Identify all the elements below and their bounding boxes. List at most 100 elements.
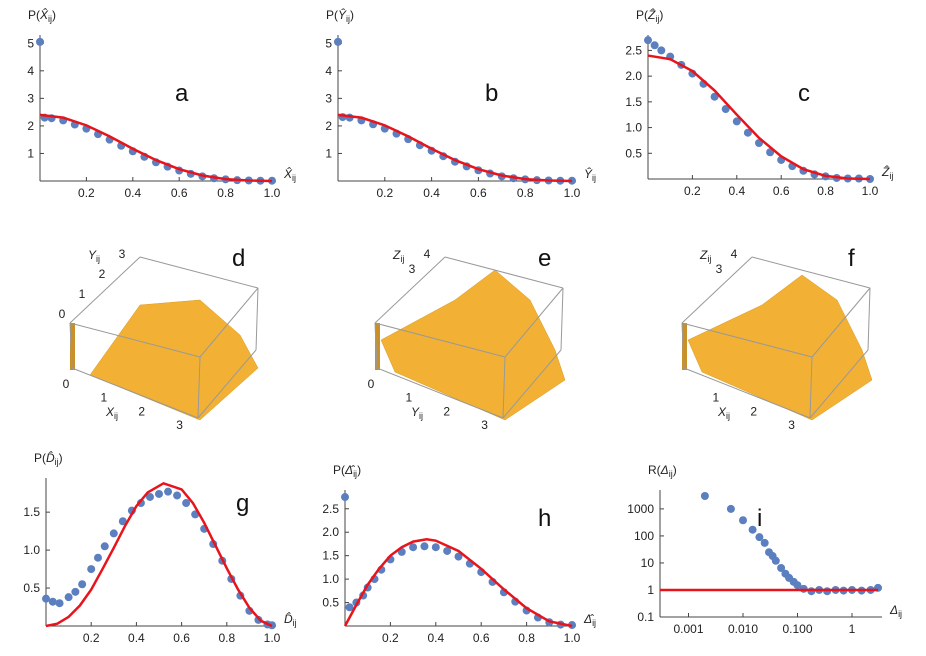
box-edge	[444, 256, 564, 289]
data-point	[173, 491, 182, 500]
y-axis-label: P(Δ̂ij)	[333, 463, 361, 479]
box-edge	[69, 322, 73, 369]
box-edge	[374, 256, 446, 324]
box-edge	[255, 287, 259, 351]
panel-label-c: c	[798, 80, 810, 107]
x-tick-label: 0.010	[728, 622, 758, 636]
label-post: )	[672, 463, 677, 477]
label-sym: Z	[393, 248, 401, 262]
panel-label-g: g	[236, 490, 250, 517]
data-point	[420, 542, 429, 551]
data-point	[755, 533, 764, 542]
y-tick-label: 1.0	[625, 121, 642, 135]
spike-bar	[70, 323, 75, 370]
panel-label-d: d	[232, 245, 246, 272]
x-tick-label: 1.0	[564, 631, 581, 645]
data-point	[100, 542, 109, 551]
data-point	[454, 552, 463, 561]
data-point	[334, 37, 342, 46]
x-tick-label: 0.8	[217, 186, 234, 200]
x-tick-label: 0.4	[728, 184, 745, 198]
label-post: )	[659, 8, 664, 22]
axis-label: Yij	[411, 405, 423, 421]
y-tick-label: 2.0	[625, 69, 642, 83]
y-tick-label: 2.5	[625, 43, 642, 57]
x-tick-label: 0.6	[470, 186, 487, 200]
y-tick-label: 2.5	[322, 502, 339, 516]
label-sub: ij	[726, 411, 731, 421]
data-point	[341, 493, 349, 502]
y-tick-label: 1.0	[322, 572, 339, 586]
label-post: )	[350, 8, 355, 22]
label-post: )	[357, 463, 362, 477]
axis-tick-label: 3	[788, 418, 795, 432]
axis-label: Zij	[700, 248, 711, 264]
x-tick-label: 0.2	[83, 631, 100, 645]
box-edge	[374, 322, 378, 369]
label-pre: P(	[28, 8, 40, 22]
x-tick-label: 0.6	[173, 631, 190, 645]
y-tick-label: 4	[27, 64, 34, 78]
y-tick-label: 0.5	[322, 596, 339, 610]
data-point	[443, 546, 452, 555]
axis-tick-label: 4	[731, 247, 738, 261]
data-point	[732, 117, 741, 126]
x-tick-label: 0.6	[171, 186, 188, 200]
x-tick-label: 0.2	[78, 186, 95, 200]
x-tick-label: 0.6	[473, 631, 490, 645]
data-point	[155, 489, 163, 498]
box-edge	[374, 322, 506, 358]
label-sym: D̂	[46, 451, 55, 465]
bar-surface	[380, 269, 566, 421]
label-sub: ij	[400, 254, 405, 264]
y-tick-label: 4	[325, 64, 332, 78]
x-axis-label: Δ̂ij	[584, 612, 596, 628]
label-sub: ij	[889, 171, 894, 181]
label-sub: ij	[54, 457, 59, 467]
y-axis-label: P(X̂ij)	[28, 8, 56, 24]
y-tick-label: 1	[27, 146, 34, 160]
data-point	[710, 92, 719, 101]
y-tick-label: 1	[325, 146, 332, 160]
box-edge	[139, 256, 259, 289]
label-sub: ij	[707, 254, 712, 264]
y-tick-label: 1	[647, 583, 654, 597]
y-tick-label: 5	[27, 36, 34, 50]
data-point	[738, 516, 747, 525]
box-edge	[199, 287, 259, 358]
x-tick-label: 0.2	[382, 631, 399, 645]
label-sub: ij	[655, 14, 660, 24]
label-sub: ij	[292, 618, 297, 628]
label-sub: ij	[353, 469, 358, 479]
y-tick-label: 10	[641, 556, 655, 570]
y-axis-label: P(Ŷij)	[326, 8, 354, 24]
label-sub: ij	[419, 411, 424, 421]
axis-tick-label: 1	[406, 391, 413, 405]
y-tick-label: 1.5	[23, 505, 40, 519]
fit-curve	[39, 113, 273, 183]
x-axis-label: D̂ij	[284, 612, 297, 628]
box-edge	[71, 367, 199, 419]
panel-label-i: i	[757, 505, 763, 532]
data-point	[777, 564, 786, 573]
data-point	[109, 529, 118, 538]
label-sym: Ẑ	[882, 165, 890, 179]
x-tick-label: 0.001	[673, 622, 703, 636]
x-tick-label: 0.100	[782, 622, 812, 636]
box-edge	[197, 356, 201, 419]
data-point	[771, 556, 780, 565]
box-edge	[69, 322, 201, 358]
box-edge	[681, 256, 753, 324]
x-tick-label: 1.0	[264, 631, 281, 645]
box-edge	[197, 349, 257, 419]
label-sym: X̂	[40, 8, 49, 22]
y-axis-label: R(Δij)	[648, 463, 677, 479]
axis-tick-label: 2	[138, 404, 145, 418]
data-point	[87, 565, 96, 574]
box-edge	[867, 287, 871, 351]
y-axis-label: P(D̂ij)	[34, 451, 63, 467]
label-sub: ij	[898, 609, 903, 619]
box-edge	[376, 367, 504, 419]
